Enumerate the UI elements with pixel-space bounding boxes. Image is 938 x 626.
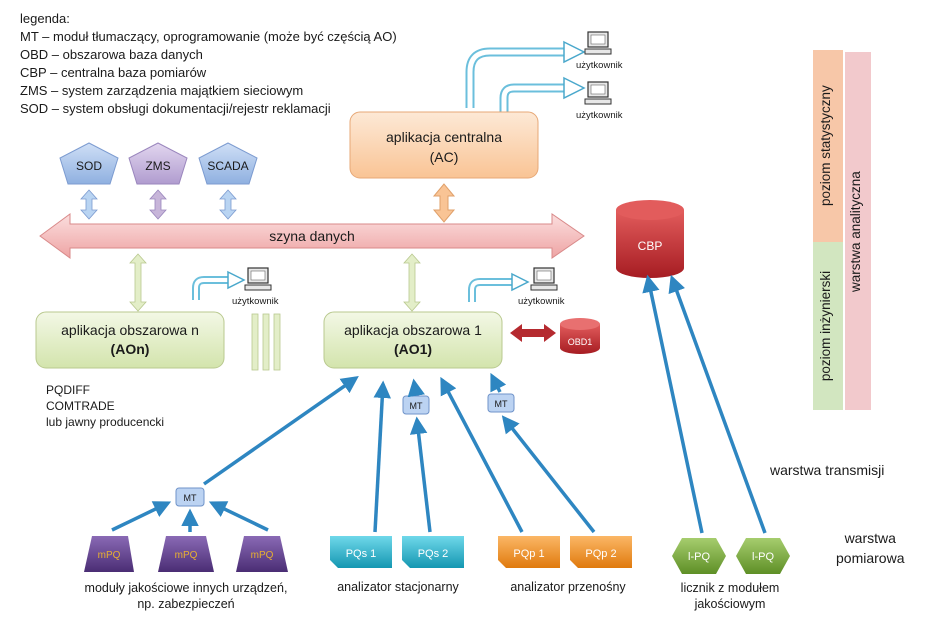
mt-module-pqp	[487, 393, 515, 413]
transmission-arrows	[111, 274, 767, 534]
legend-title: legenda:	[20, 11, 70, 26]
analytical-layer-label: warstwa analityczna	[848, 171, 863, 292]
area-app-n-title: aplikacja obszarowa n	[61, 322, 199, 338]
measurement-layer-label: warstwa pomiarowa	[836, 528, 904, 568]
mpq-label: mPQ	[251, 550, 274, 561]
central-app-label: aplikacja centralna (AC)	[350, 127, 538, 167]
scada-bus-connector	[219, 189, 237, 220]
aon-bus-connector	[129, 253, 147, 312]
analytical-bar	[845, 52, 871, 410]
area-app-n-box	[35, 311, 225, 369]
lpq-label: l-PQ	[688, 551, 710, 563]
scada-label: SCADA	[207, 159, 248, 173]
pqs-group-label: analizator stacjonarny	[337, 580, 459, 594]
area-app-1-title: aplikacja obszarowa 1	[344, 322, 482, 338]
area-app-n-label: aplikacja obszarowa n (AOn)	[36, 321, 224, 359]
pqs-label: PQs 2	[418, 548, 449, 560]
area-app-1-box	[323, 311, 503, 369]
mt-label: MT	[184, 493, 197, 503]
data-bus	[39, 213, 585, 259]
zms-label: ZMS	[145, 159, 170, 173]
computer-icon	[584, 81, 612, 105]
transmission-layer-label: warstwa transmisji	[770, 462, 885, 478]
bus-label: szyna danych	[269, 228, 355, 244]
legend-item: OBD – obszarowa baza danych	[20, 47, 203, 62]
pqp-label: PQp 1	[513, 548, 544, 560]
computer-icon	[584, 31, 612, 55]
zms-bus-connector	[149, 189, 167, 220]
mt-module-mpq	[175, 487, 205, 507]
lpq-device	[736, 538, 790, 574]
statistical-level-label: poziom statystyczny	[818, 85, 833, 206]
statistical-bar	[813, 50, 843, 242]
central-app-code: (AC)	[429, 149, 459, 165]
pqs-device	[330, 536, 392, 568]
engineering-bar	[813, 242, 843, 410]
cbp-database	[616, 200, 684, 278]
pqp-device	[570, 536, 632, 568]
sod-pentagon	[59, 142, 119, 185]
mt-label: MT	[410, 401, 423, 411]
mpq-device	[158, 536, 214, 572]
ao1-obd-connector	[510, 324, 556, 342]
measurement-layer-line: pomiarowa	[836, 550, 905, 566]
user-label: użytkownik	[232, 296, 279, 307]
zms-pentagon	[128, 142, 188, 185]
pqp-device	[498, 536, 560, 568]
mpq-group-label: moduły jakościowe innych urządzeń, np. z…	[56, 580, 316, 612]
area-app-n-code: (AOn)	[110, 341, 150, 357]
mpq-label: mPQ	[175, 550, 198, 561]
mt-label: MT	[495, 399, 508, 409]
pqs-label: PQs 1	[346, 548, 377, 560]
lpq-group-line: licznik z modułem	[680, 581, 780, 595]
cbp-label: CBP	[638, 239, 663, 253]
obd-database	[560, 318, 600, 354]
format-item: lub jawny producencki	[46, 415, 165, 429]
legend: legenda: MT – moduł tłumaczący, oprogram…	[20, 10, 397, 118]
pqs-device	[402, 536, 464, 568]
legend-item: CBP – centralna baza pomiarów	[20, 65, 207, 80]
format-item: COMTRADE	[46, 399, 115, 413]
mpq-device	[84, 536, 134, 572]
ac-user-arrow-1	[465, 47, 566, 108]
ac-user-arrow-2	[499, 83, 566, 112]
ac-bus-connector	[432, 183, 456, 223]
pqp-label: PQp 2	[585, 548, 616, 560]
lpq-group-label: licznik z modułem jakościowym	[660, 580, 800, 612]
legend-item: SOD – system obsługi dokumentacji/rejest…	[20, 101, 331, 116]
engineering-level-label: poziom inżynierski	[818, 270, 833, 382]
legend-item: MT – moduł tłumaczący, oprogramowanie (m…	[20, 29, 397, 44]
format-item: PQDIFF	[46, 383, 90, 397]
user-label: użytkownik	[576, 60, 623, 71]
area-app-1-label: aplikacja obszarowa 1 (AO1)	[324, 321, 502, 359]
measurement-layer-line: warstwa	[844, 530, 896, 546]
central-app-title: aplikacja centralna	[386, 129, 502, 145]
parallel-links	[251, 313, 281, 371]
user-label: użytkownik	[518, 296, 565, 307]
area-app-1-code: (AO1)	[393, 341, 433, 357]
mpq-group-line: moduły jakościowe innych urządzeń,	[84, 581, 288, 595]
lpq-group-line: jakościowym	[694, 597, 766, 611]
sod-bus-connector	[80, 189, 98, 220]
pqp-group-label: analizator przenośny	[510, 580, 626, 594]
scada-pentagon	[198, 142, 258, 185]
ao1-user-arrow	[468, 278, 514, 302]
central-app-box	[349, 111, 539, 179]
lpq-label: l-PQ	[752, 551, 774, 563]
mpq-group-line: np. zabezpieczeń	[137, 597, 235, 611]
formats-list: PQDIFF COMTRADE lub jawny producencki	[46, 382, 164, 430]
computer-icon	[530, 267, 558, 291]
mpq-label: mPQ	[98, 550, 121, 561]
ao1-bus-connector	[403, 253, 421, 312]
computer-icon	[244, 267, 272, 291]
lpq-device	[672, 538, 726, 574]
sod-label: SOD	[76, 159, 102, 173]
legend-item: ZMS – system zarządzenia majątkiem sieci…	[20, 83, 304, 98]
obd-label: OBD1	[568, 337, 593, 347]
mpq-device	[236, 536, 288, 572]
user-label: użytkownik	[576, 110, 623, 121]
aon-user-arrow	[192, 276, 230, 300]
